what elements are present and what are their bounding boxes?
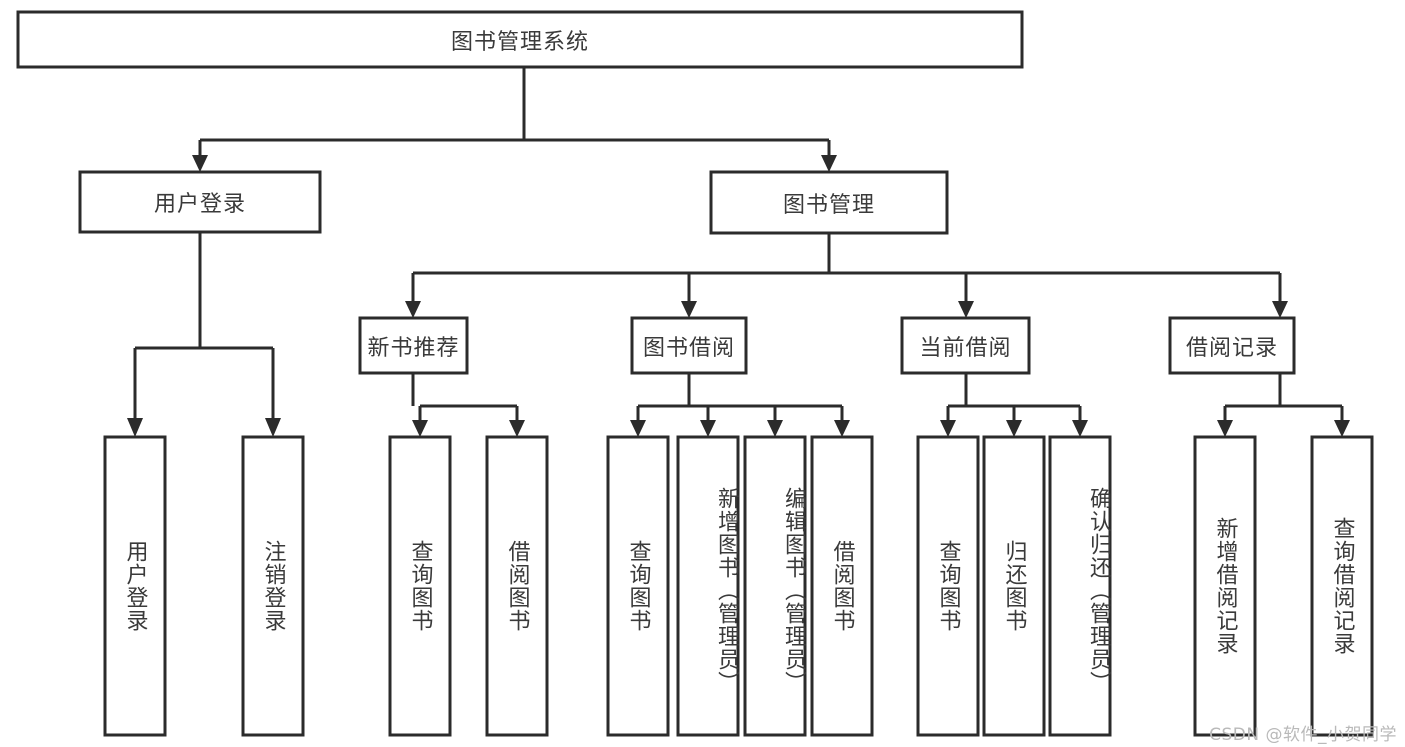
node-leaf-query-book-2[interactable] xyxy=(606,435,670,737)
node-current-borrow[interactable] xyxy=(900,316,1031,375)
node-leaf-query-record[interactable] xyxy=(1310,435,1374,737)
node-user-login[interactable] xyxy=(78,170,322,234)
arrowhead-leaf-logout xyxy=(265,418,281,437)
arrowhead-leaf-query-book-2 xyxy=(630,420,646,437)
arrowhead-leaf-add-record xyxy=(1217,420,1233,437)
node-book-borrow[interactable] xyxy=(630,316,748,375)
node-leaf-query-book-3[interactable] xyxy=(916,435,980,737)
arrowhead-leaf-query-record xyxy=(1334,420,1350,437)
node-leaf-user-login[interactable] xyxy=(103,435,167,737)
node-root-system[interactable] xyxy=(16,10,1024,69)
node-leaf-add-record[interactable] xyxy=(1193,435,1257,737)
arrowhead-book-borrow xyxy=(681,301,697,318)
arrowhead-leaf-edit-book xyxy=(767,420,783,437)
arrowhead-leaf-borrow-book-2 xyxy=(834,420,850,437)
node-new-book-rec[interactable] xyxy=(358,316,469,375)
arrowhead-borrow-record xyxy=(1272,301,1288,318)
arrowhead-current-borrow xyxy=(958,301,974,318)
arrowhead-book-manage xyxy=(821,155,837,172)
arrowhead-user-login xyxy=(192,155,208,172)
arrowhead-leaf-add-book xyxy=(700,420,716,437)
arrowhead-new-book-rec xyxy=(405,301,421,318)
node-leaf-borrow-book-1[interactable] xyxy=(485,435,549,737)
node-borrow-record[interactable] xyxy=(1168,316,1296,375)
node-book-manage[interactable] xyxy=(709,170,949,235)
arrowhead-leaf-borrow-book-1 xyxy=(509,420,525,437)
node-leaf-confirm-return[interactable] xyxy=(1048,435,1112,737)
arrowhead-leaf-return-book xyxy=(1006,420,1022,437)
node-leaf-borrow-book-2[interactable] xyxy=(810,435,874,737)
node-leaf-logout[interactable] xyxy=(241,435,305,737)
node-leaf-add-book[interactable] xyxy=(676,435,740,737)
node-leaf-return-book[interactable] xyxy=(982,435,1046,737)
arrowhead-leaf-query-book-1 xyxy=(412,420,428,437)
arrowhead-leaf-confirm-return xyxy=(1072,420,1088,437)
node-leaf-query-book-1[interactable] xyxy=(388,435,452,737)
arrowhead-leaf-user-login xyxy=(127,418,143,437)
arrowhead-leaf-query-book-3 xyxy=(940,420,956,437)
node-leaf-edit-book[interactable] xyxy=(743,435,807,737)
